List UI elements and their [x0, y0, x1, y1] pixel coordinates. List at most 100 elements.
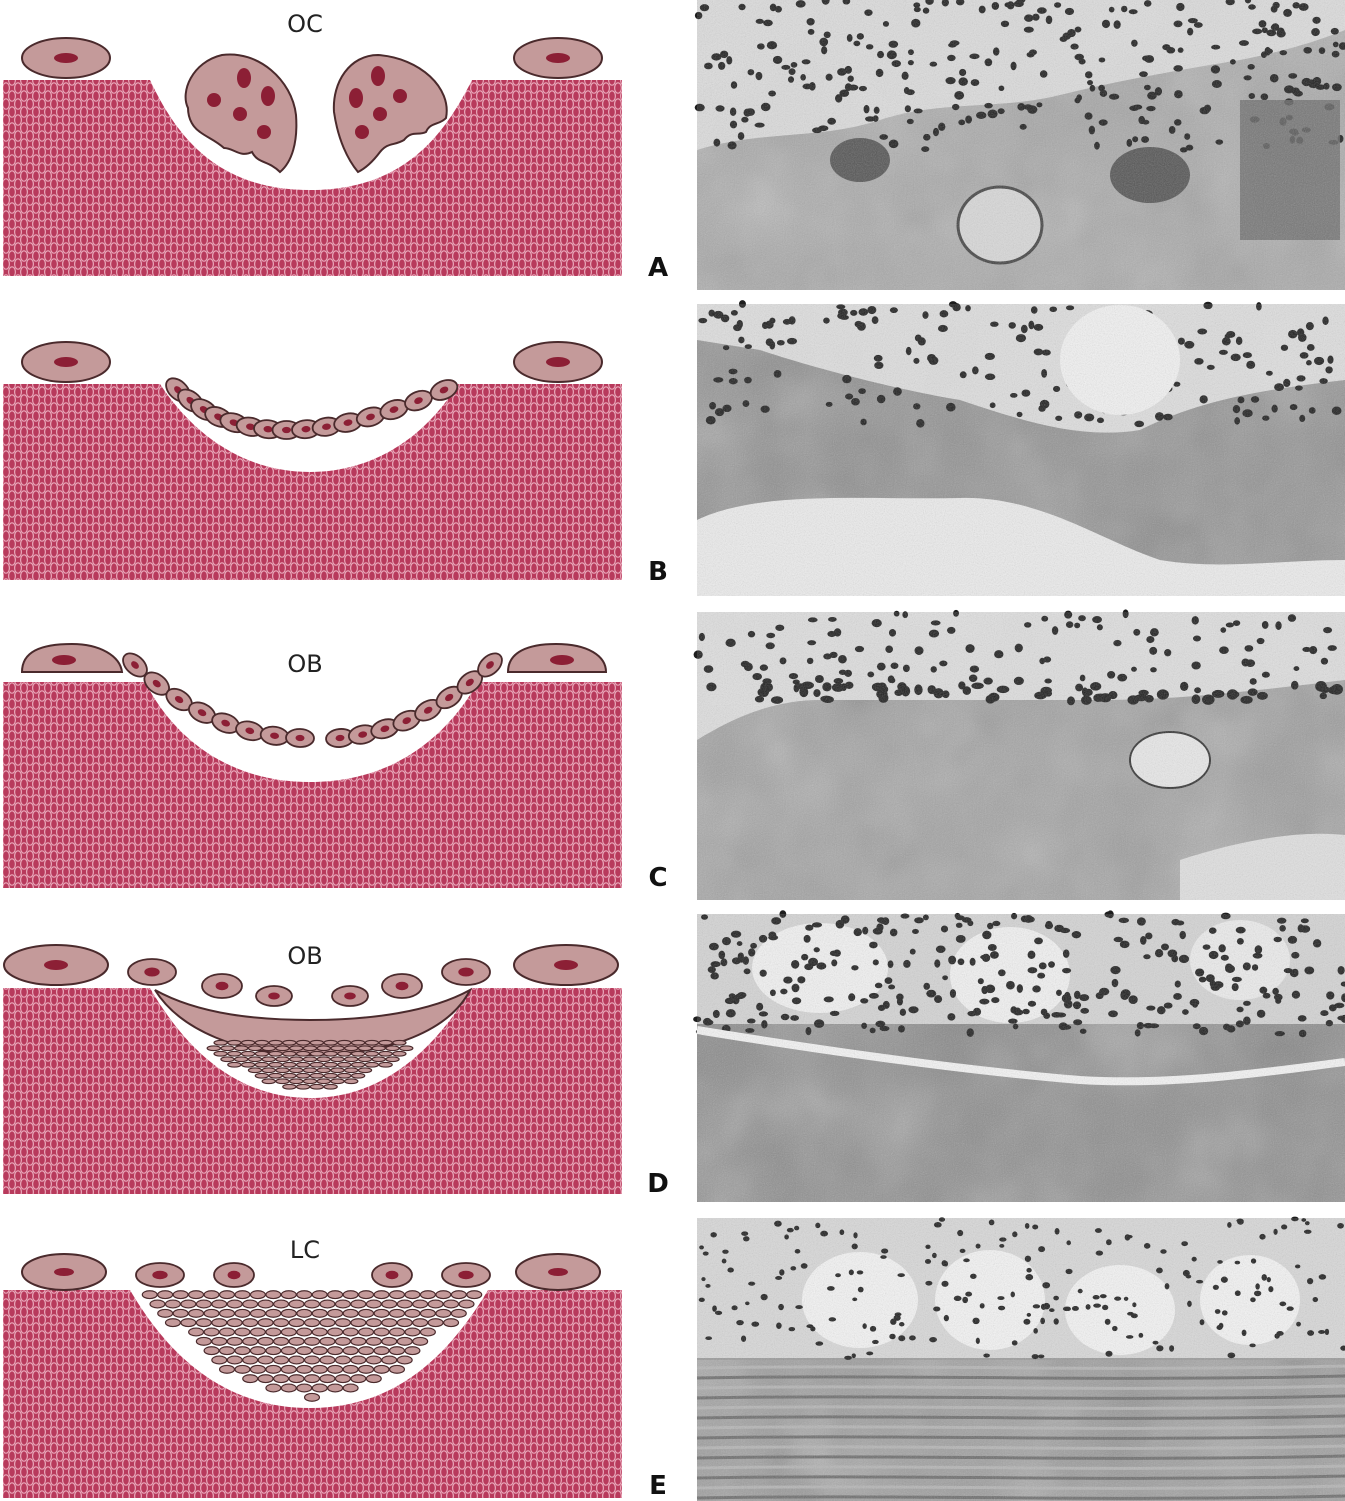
cell — [444, 1300, 459, 1308]
lining-cell — [22, 1254, 106, 1290]
cell — [283, 1062, 296, 1067]
cell — [250, 1309, 265, 1317]
cell — [331, 1068, 344, 1073]
osteoblast — [259, 725, 289, 747]
cell — [324, 1040, 337, 1045]
cell — [227, 1337, 242, 1345]
cell — [303, 1046, 316, 1051]
cell — [320, 1300, 335, 1308]
cell — [467, 1291, 482, 1299]
preosteoblast-layer — [162, 374, 461, 440]
cell — [235, 1309, 250, 1317]
cell — [428, 1319, 443, 1327]
cell — [405, 1309, 420, 1317]
cell — [397, 1337, 412, 1345]
cell — [345, 1068, 358, 1073]
osteoblast — [508, 644, 606, 672]
cell — [405, 1291, 420, 1299]
cell — [189, 1309, 204, 1317]
cell — [196, 1300, 211, 1308]
cell — [283, 1051, 296, 1056]
panel-letter: A — [648, 253, 668, 283]
cell — [366, 1300, 381, 1308]
osteoblast — [332, 986, 368, 1006]
cell — [331, 1057, 344, 1062]
cell — [343, 1328, 358, 1336]
cell — [335, 1356, 350, 1364]
cell — [328, 1291, 343, 1299]
cell — [374, 1309, 389, 1317]
cell-type-label: LC — [290, 1236, 320, 1264]
cell — [382, 1319, 397, 1327]
cell — [274, 1356, 289, 1364]
cell — [243, 1356, 258, 1364]
osteoblast — [22, 644, 122, 672]
cell — [338, 1051, 351, 1056]
cell — [305, 1319, 320, 1327]
cell — [269, 1062, 282, 1067]
cell — [310, 1051, 323, 1056]
cell — [258, 1356, 273, 1364]
cell — [320, 1356, 335, 1364]
cell — [227, 1356, 242, 1364]
cell — [235, 1046, 248, 1051]
cell — [290, 1079, 303, 1084]
panel-d: OB D — [3, 910, 1345, 1202]
cell — [158, 1291, 173, 1299]
cell — [338, 1062, 351, 1067]
cell — [266, 1347, 281, 1355]
cell — [243, 1300, 258, 1308]
cell — [317, 1046, 330, 1051]
cell — [451, 1309, 466, 1317]
cell — [317, 1068, 330, 1073]
cell — [181, 1319, 196, 1327]
cell — [390, 1291, 405, 1299]
cell — [235, 1291, 250, 1299]
cell-type-label: OB — [287, 942, 322, 970]
cell — [276, 1057, 289, 1062]
cell — [324, 1051, 337, 1056]
cell — [283, 1040, 296, 1045]
lining-cell — [4, 945, 108, 985]
cell — [379, 1062, 392, 1067]
panel-c: OB C — [3, 609, 1345, 900]
cell — [310, 1040, 323, 1045]
cell — [428, 1300, 443, 1308]
panel-letter: E — [649, 1471, 667, 1501]
osteoblast — [382, 974, 422, 998]
cell — [305, 1300, 320, 1308]
cell — [262, 1057, 275, 1062]
osteoblast — [372, 1263, 412, 1287]
cell — [397, 1356, 412, 1364]
cell — [212, 1356, 227, 1364]
cell — [352, 1040, 365, 1045]
cell — [345, 1057, 358, 1062]
cell — [248, 1057, 261, 1062]
cell — [351, 1319, 366, 1327]
micrograph-b — [697, 300, 1345, 596]
cell — [343, 1291, 358, 1299]
cell — [196, 1319, 211, 1327]
cell — [204, 1309, 219, 1317]
cell — [386, 1046, 399, 1051]
cell — [214, 1040, 227, 1045]
cell — [204, 1291, 219, 1299]
cell — [303, 1068, 316, 1073]
cell — [335, 1375, 350, 1383]
cell — [204, 1328, 219, 1336]
cell — [235, 1365, 250, 1373]
cell — [289, 1319, 304, 1327]
cell — [351, 1337, 366, 1345]
cell — [345, 1079, 358, 1084]
cell — [305, 1375, 320, 1383]
cell — [297, 1365, 312, 1373]
cell — [289, 1300, 304, 1308]
micrograph-d — [693, 910, 1345, 1202]
cell — [181, 1300, 196, 1308]
lining-cell — [514, 38, 602, 78]
cell — [393, 1051, 406, 1056]
cell — [297, 1062, 310, 1067]
cell — [413, 1319, 428, 1327]
cell — [359, 1365, 374, 1373]
diagram-d: OB D — [3, 942, 669, 1199]
